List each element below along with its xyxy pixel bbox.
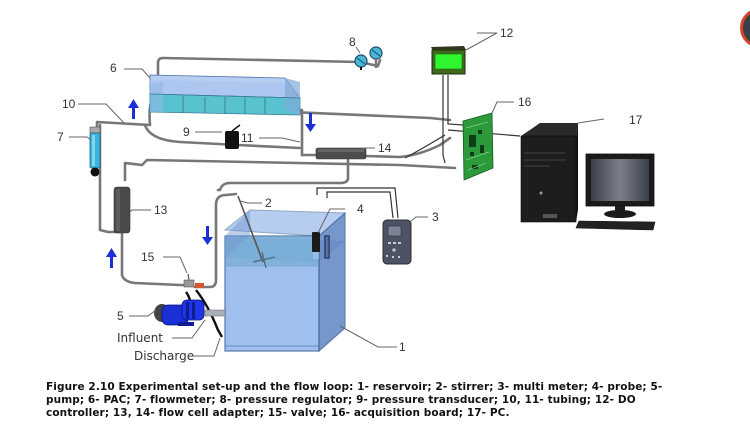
tubing-network — [95, 56, 457, 289]
pac-tank — [149, 74, 301, 116]
valve — [183, 273, 204, 288]
pressure-regulator — [354, 46, 383, 70]
pc-keyboard — [575, 220, 656, 231]
caption-line-3: controller; 13, 14- flow cell adapter; 1… — [46, 407, 510, 419]
wire-do-controller-1 — [442, 75, 446, 164]
pc-monitor — [585, 153, 655, 218]
tubing-10 — [95, 96, 157, 130]
flow-cell-13 — [113, 186, 131, 234]
arrow-down-icon — [305, 113, 316, 132]
leader-lines — [69, 32, 605, 357]
label-6: 6 — [110, 61, 117, 75]
do-controller — [431, 46, 466, 75]
tube-to-pressure-regulator — [156, 56, 382, 82]
label-3: 3 — [432, 210, 439, 224]
label-8: 8 — [349, 35, 356, 49]
label-discharge: Discharge — [134, 349, 194, 363]
label-2: 2 — [265, 196, 272, 210]
acquisition-board — [462, 112, 494, 181]
tube-13-to-valve — [120, 231, 190, 287]
pc — [520, 123, 656, 231]
caption-line-1: Figure 2.10 Experimental set-up and the … — [46, 381, 663, 393]
label-14: 14 — [378, 141, 392, 155]
caption-line-2: pump; 6- PAC; 7- flowmeter; 8- pressure … — [46, 394, 636, 406]
wire-diag — [404, 134, 446, 159]
stirrer — [237, 195, 276, 269]
flowmeter — [89, 126, 101, 177]
arrow-up-icon — [106, 248, 117, 268]
label-13: 13 — [154, 203, 168, 217]
probe — [312, 232, 330, 259]
flow-arrows — [106, 99, 316, 268]
wire-probe-b — [326, 191, 394, 219]
flowmeter-return — [98, 123, 122, 234]
flow-cell-14 — [315, 147, 367, 160]
label-influent: Influent — [117, 331, 163, 345]
label-16: 16 — [518, 95, 532, 109]
tube-13-upper — [140, 158, 457, 170]
label-1: 1 — [399, 340, 406, 354]
label-17: 17 — [629, 113, 643, 127]
reservoir — [223, 209, 347, 353]
tube-valve-to-reservoir — [193, 192, 238, 289]
label-4: 4 — [357, 202, 364, 216]
label-11: 11 — [241, 131, 254, 145]
pump — [154, 289, 226, 338]
pc-tower — [520, 123, 578, 223]
pressure-transducer — [225, 124, 241, 149]
figure-caption: Figure 2.10 Experimental set-up and the … — [46, 381, 686, 420]
tube-13-top — [123, 161, 144, 182]
arrow-down-icon — [202, 226, 213, 245]
multi-meter — [382, 219, 412, 265]
component-labels: 6 10 7 8 9 11 12 16 17 13 14 2 4 3 15 5 … — [57, 26, 643, 363]
label-9: 9 — [183, 125, 190, 139]
tube-out-flowcell-14 — [363, 136, 452, 159]
tube-14-to-reservoir — [216, 158, 350, 192]
label-10: 10 — [62, 97, 76, 111]
label-7: 7 — [57, 130, 64, 144]
label-12: 12 — [500, 26, 514, 40]
tube-to-transducer — [143, 123, 302, 150]
tubing-11 — [298, 108, 304, 157]
label-15: 15 — [141, 250, 155, 264]
wire-probe-a — [316, 187, 399, 219]
arrow-up-icon — [128, 99, 139, 119]
label-5: 5 — [117, 309, 124, 323]
